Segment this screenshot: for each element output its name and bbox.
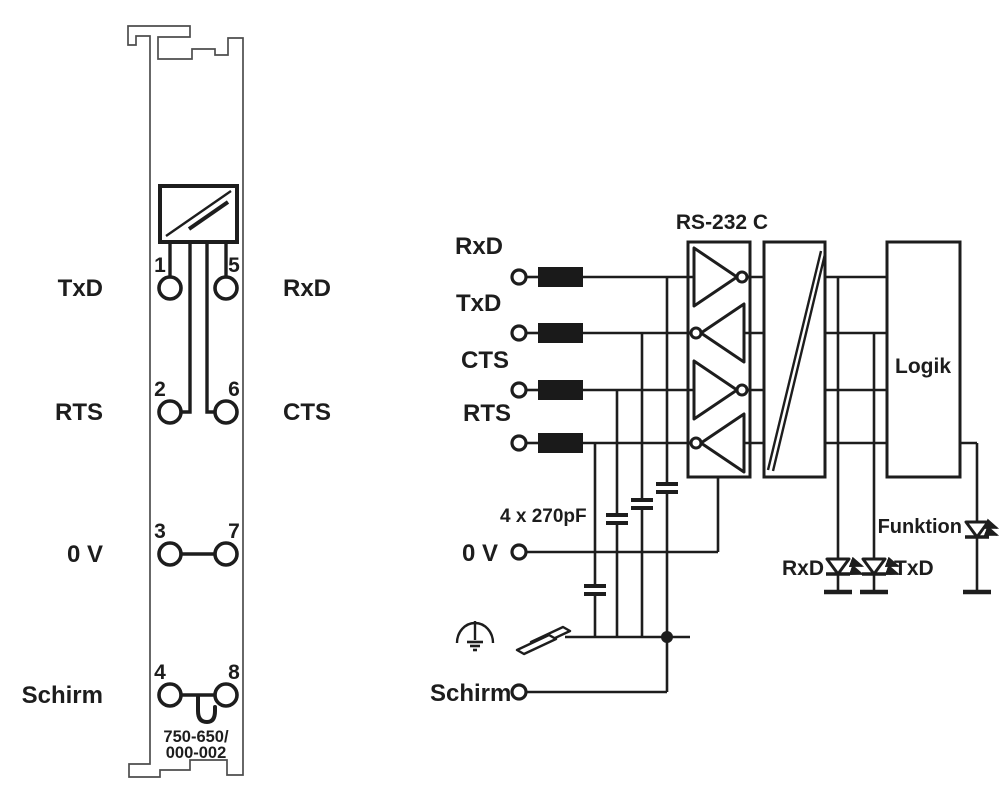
terminal-schirm <box>510 683 528 701</box>
module-label-schirm: Schirm <box>22 682 103 709</box>
resistor-rts <box>538 433 583 453</box>
module-pin-numbers: 1 5 2 6 3 7 4 8 <box>154 254 240 684</box>
module-contacts <box>157 275 239 708</box>
circuit-diagram: RxD TxD CTS RTS 0 V Schirm 4 x 270pF RS-… <box>430 211 1000 707</box>
contact-5 <box>213 275 239 301</box>
contact-1 <box>157 275 183 301</box>
pin-number-7: 7 <box>228 520 240 543</box>
capacitor-rts <box>584 584 606 596</box>
inverter-bubble-txd <box>689 326 703 340</box>
input-resistors <box>538 267 583 453</box>
led-label-txd: TxD <box>894 557 934 580</box>
earth-icon <box>455 621 495 652</box>
isolation-block <box>762 240 827 479</box>
part-number-line2: 000-002 <box>166 744 227 762</box>
terminal-txd <box>510 324 528 342</box>
capacitor-txd <box>631 498 653 510</box>
module-drawing: 1 5 2 6 3 7 4 8 TxD RxD RTS CTS 0 V Schi… <box>22 25 331 778</box>
module-wiring <box>168 242 228 697</box>
led-funktion-icon <box>963 518 1000 595</box>
junction-dot <box>661 631 673 643</box>
buffer-rxd-icon <box>692 246 739 308</box>
pin-number-6: 6 <box>228 378 240 401</box>
module-signal-labels: TxD RxD RTS CTS 0 V Schirm <box>22 275 331 709</box>
led-label-rxd: RxD <box>782 557 824 580</box>
module-label-rxd: RxD <box>283 275 331 302</box>
capacitor-value-label: 4 x 270pF <box>500 506 587 527</box>
terminal-cts <box>510 381 528 399</box>
buffer-txd-icon <box>699 302 746 364</box>
contact-4 <box>157 682 183 708</box>
led-txd-icon <box>860 556 901 595</box>
rs232-driver-block <box>686 240 752 479</box>
shield-hook <box>196 694 217 725</box>
contact-2 <box>157 399 183 425</box>
terminal-0v <box>510 543 528 561</box>
input-label-txd: TxD <box>456 290 501 317</box>
buffer-rts-icon <box>699 412 746 474</box>
input-terminals <box>510 268 528 701</box>
logic-block-label: Logik <box>895 355 951 378</box>
contact-7 <box>213 541 239 567</box>
resistor-rxd <box>538 267 583 287</box>
resistor-txd <box>538 323 583 343</box>
module-converter-symbol <box>158 184 239 244</box>
module-label-0v: 0 V <box>67 541 103 568</box>
circuit-labels: RxD TxD CTS RTS 0 V Schirm 4 x 270pF RS-… <box>430 211 962 707</box>
led-label-funktion: Funktion <box>878 516 962 538</box>
module-label-txd: TxD <box>58 275 103 302</box>
part-number-line1: 750-650/ <box>163 728 229 746</box>
circuit-label-schirm: Schirm <box>430 680 511 707</box>
input-label-cts: CTS <box>461 347 509 374</box>
led-rxd-icon <box>824 556 865 595</box>
driver-block-label: RS-232 C <box>676 211 768 234</box>
pin-number-4: 4 <box>154 661 166 684</box>
capacitor-rxd <box>656 482 678 494</box>
capacitors <box>584 482 678 596</box>
terminal-rts <box>510 434 528 452</box>
contact-8 <box>213 682 239 708</box>
pin-number-3: 3 <box>154 520 166 543</box>
pin-number-2: 2 <box>154 378 166 401</box>
module-outline <box>127 25 244 778</box>
input-label-rxd: RxD <box>455 233 503 260</box>
resistor-cts <box>538 380 583 400</box>
pin-number-5: 5 <box>228 254 240 277</box>
pin-number-8: 8 <box>228 661 240 684</box>
terminal-rxd <box>510 268 528 286</box>
logic-block <box>885 240 962 479</box>
input-label-rts: RTS <box>463 400 511 427</box>
capacitor-cts <box>606 513 628 525</box>
inverter-bubble-rts <box>689 436 703 450</box>
module-label-cts: CTS <box>283 399 331 426</box>
buffer-cts-icon <box>692 359 739 421</box>
module-label-rts: RTS <box>55 399 103 426</box>
inverter-bubble-rxd <box>735 270 749 284</box>
circuit-label-0v: 0 V <box>462 540 498 567</box>
part-number: 750-650/ 000-002 <box>163 728 229 762</box>
pin-number-1: 1 <box>154 254 166 277</box>
inverter-bubble-cts <box>735 383 749 397</box>
contact-6 <box>213 399 239 425</box>
contact-3 <box>157 541 183 567</box>
din-rail-icon <box>515 625 572 656</box>
